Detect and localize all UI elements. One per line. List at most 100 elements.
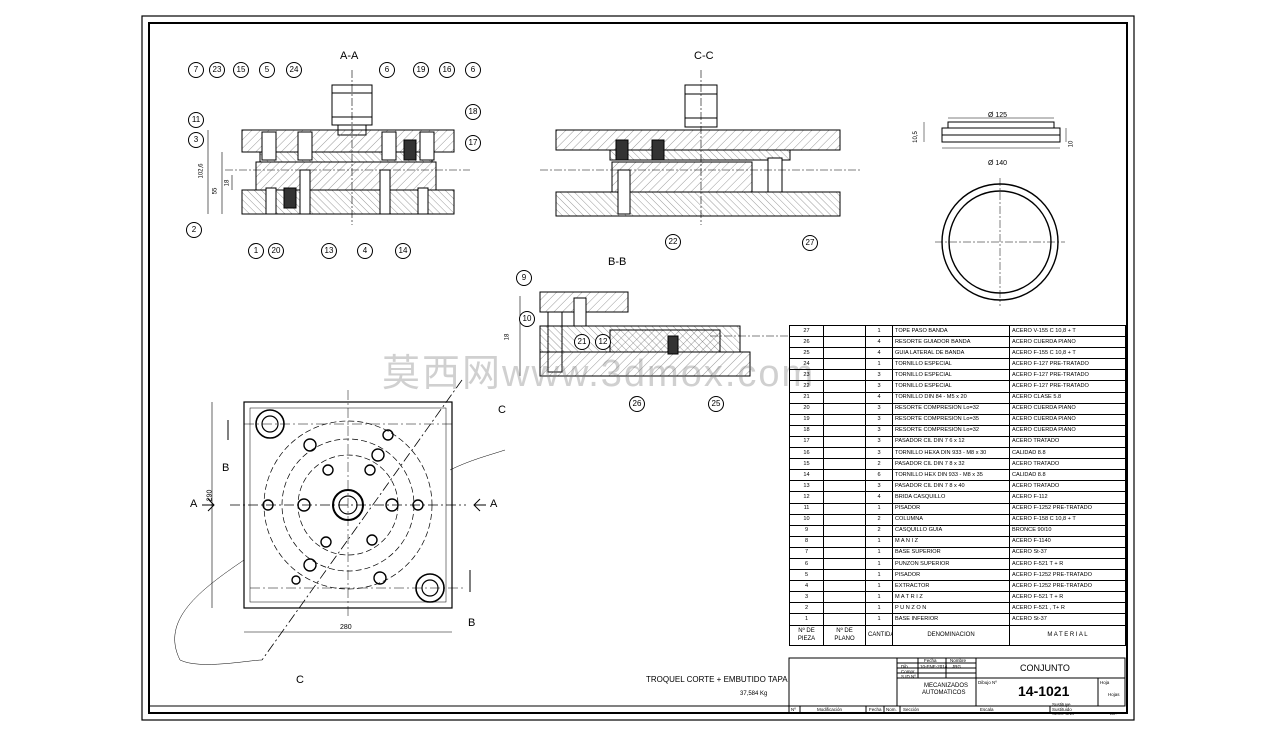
designation-cell: PASADOR CIL DIN 7 8 x 32 bbox=[892, 458, 1010, 471]
material-cell: ACERO St-37 bbox=[1009, 613, 1126, 626]
dim-10: 10 bbox=[1068, 140, 1075, 148]
part-number-cell: 25 bbox=[789, 347, 824, 360]
tb-fecha: Fecha bbox=[924, 658, 937, 663]
tb-dib: Dib. bbox=[901, 664, 910, 669]
plan-number-cell bbox=[823, 502, 866, 515]
material-cell: ACERO CUERDA PIANO bbox=[1009, 336, 1126, 349]
material-cell: ACERO TRATADO bbox=[1009, 480, 1126, 493]
plan-number-cell bbox=[823, 447, 866, 460]
quantity-cell: 3 bbox=[865, 369, 893, 382]
designation-cell: M A T R I Z bbox=[892, 591, 1010, 604]
balloon: 1 bbox=[248, 243, 264, 259]
balloon: 15 bbox=[233, 62, 249, 78]
designation-cell: M A N I Z bbox=[892, 535, 1010, 548]
material-cell: ACERO TRATADO bbox=[1009, 435, 1126, 449]
plan-number-cell bbox=[823, 347, 866, 360]
designation-cell: PASADOR CIL DIN 7 8 x 40 bbox=[892, 480, 1010, 493]
material-cell: ACERO F-521 T + R bbox=[1009, 557, 1126, 571]
designation-cell: RESORTE GUIADOR BANDA bbox=[892, 336, 1010, 349]
quantity-cell: 2 bbox=[865, 524, 893, 537]
dim-18: 18 bbox=[224, 179, 231, 187]
part-number-cell: 12 bbox=[789, 491, 824, 504]
quantity-cell: 3 bbox=[865, 424, 893, 437]
plan-number-cell bbox=[823, 569, 866, 582]
material-cell: ACERO TRATADO bbox=[1009, 458, 1126, 471]
balloon: 17 bbox=[465, 135, 481, 151]
part-number-cell: 4 bbox=[789, 580, 824, 593]
quantity-cell: 3 bbox=[865, 413, 893, 426]
plan-b-left-label: B bbox=[222, 462, 230, 474]
header-designation: DENOMINACION bbox=[892, 624, 1010, 646]
designation-cell: RESORTE COMPRESION Lo=35 bbox=[892, 413, 1010, 426]
balloon: 7 bbox=[188, 62, 204, 78]
quantity-cell: 3 bbox=[865, 402, 893, 415]
plan-number-cell bbox=[823, 535, 866, 548]
quantity-cell: 3 bbox=[865, 380, 893, 393]
quantity-cell: 1 bbox=[865, 535, 893, 548]
material-cell: ACERO F-127 PRE-TRATADO bbox=[1009, 380, 1126, 393]
material-cell: ACERO CUERDA PIANO bbox=[1009, 413, 1126, 426]
tb-num: Nº bbox=[791, 707, 796, 712]
part-number-cell: 17 bbox=[789, 435, 824, 449]
title-block-grid bbox=[150, 657, 1126, 713]
quantity-cell: 1 bbox=[865, 613, 893, 626]
plan-number-cell bbox=[823, 602, 866, 615]
balloon: 10 bbox=[519, 311, 535, 327]
tb-mod: Modificación bbox=[817, 707, 843, 712]
designation-cell: COLUMNA bbox=[892, 513, 1010, 526]
quantity-cell: 3 bbox=[865, 447, 893, 460]
dim-d125: Ø 125 bbox=[988, 112, 1008, 119]
part-number-cell: 20 bbox=[789, 402, 824, 415]
balloon: 16 bbox=[439, 62, 455, 78]
material-cell: ACERO F-155 C 10,8 + T bbox=[1009, 347, 1126, 360]
section-bb-label: B-B bbox=[608, 256, 627, 268]
material-cell: ACERO V-155 C 10,8 + T bbox=[1009, 324, 1126, 338]
quantity-cell: 1 bbox=[865, 591, 893, 604]
balloon: 24 bbox=[286, 62, 302, 78]
header-part-number: Nº DE PIEZA bbox=[789, 624, 824, 646]
part-number-cell: 7 bbox=[789, 546, 824, 559]
dim-10-5: 10,5 bbox=[912, 131, 919, 143]
tb-sheet-format: A3+ bbox=[1110, 711, 1118, 716]
material-cell: BRONCE 90/10 bbox=[1009, 524, 1126, 537]
tb-fecha2: Fecha bbox=[869, 707, 882, 712]
dim-bb-18: 18 bbox=[504, 333, 511, 341]
designation-cell: GUIA LATERAL DE BANDA bbox=[892, 347, 1010, 360]
part-number-cell: 10 bbox=[789, 513, 824, 526]
balloon: 11 bbox=[188, 112, 204, 128]
drawing-title: TROQUEL CORTE + EMBUTIDO TAPA bbox=[646, 675, 788, 684]
header-material: M A T E R I A L bbox=[1009, 624, 1126, 646]
plan-number-cell bbox=[823, 491, 866, 504]
plan-b-right-label: B bbox=[468, 617, 476, 629]
designation-cell: TORNILLO ESPECIAL bbox=[892, 369, 1010, 382]
designation-cell: TORNILLO ESPECIAL bbox=[892, 358, 1010, 371]
plan-number-cell bbox=[823, 391, 866, 404]
drawing-weight: 37,584 Kg bbox=[740, 691, 768, 697]
tb-nombre: Nombre bbox=[950, 658, 967, 663]
quantity-cell: 1 bbox=[865, 602, 893, 615]
material-cell: ACERO F-521 , T+ R bbox=[1009, 602, 1126, 615]
part-number-cell: 13 bbox=[789, 480, 824, 493]
tb-seccion: Sección bbox=[903, 707, 920, 712]
tb-sustituido: Sustituido bbox=[1052, 707, 1072, 712]
part-number-cell: 21 bbox=[789, 391, 824, 404]
plan-number-cell bbox=[823, 469, 866, 482]
balloon: 19 bbox=[413, 62, 429, 78]
designation-cell: P U N Z O N bbox=[892, 602, 1010, 615]
plan-a-left-label: A bbox=[190, 498, 198, 510]
plan-number-cell bbox=[823, 336, 866, 349]
balloon: 25 bbox=[708, 396, 724, 412]
part-number-cell: 15 bbox=[789, 458, 824, 471]
part-number-cell: 14 bbox=[789, 469, 824, 482]
